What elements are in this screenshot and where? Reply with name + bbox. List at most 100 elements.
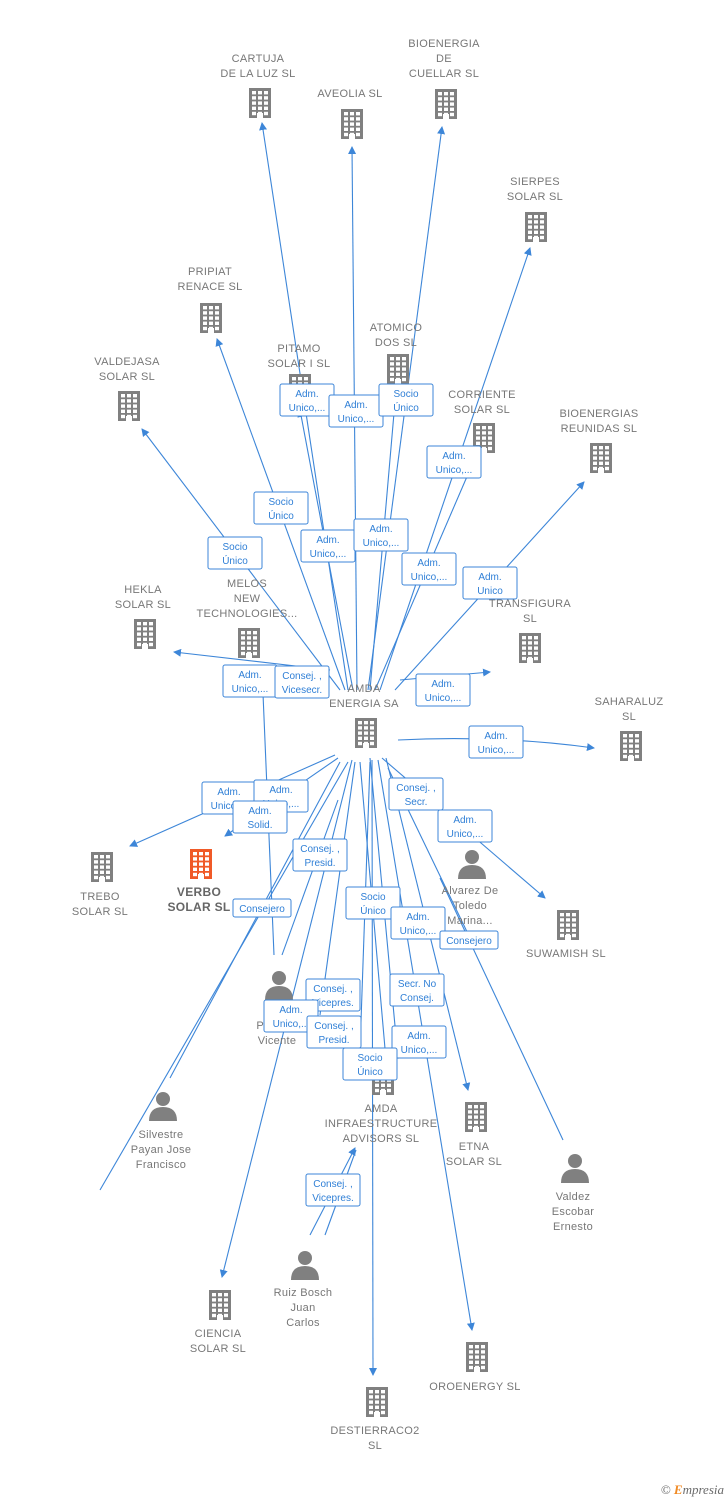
node-ciencia[interactable]: CIENCIA SOLAR SL <box>190 1290 246 1355</box>
edge-label[interactable]: Consej. ,Vicesecr. <box>274 665 330 699</box>
node-aveolia[interactable]: AVEOLIA SL <box>317 88 382 139</box>
edge-label-text: Vicepres. <box>312 998 354 1009</box>
edge-label-box <box>345 886 401 920</box>
node-label: Payan Jose <box>131 1144 191 1156</box>
edge-label-text: Consejero <box>239 904 285 915</box>
edge-label-text: Unico,... <box>400 926 437 937</box>
node-suwamish[interactable]: SUWAMISH SL <box>526 910 606 960</box>
building-icon <box>366 1387 388 1417</box>
node-label: BIOENERGIAS <box>559 408 638 420</box>
node-label: Marina... <box>447 915 493 927</box>
edge-label[interactable]: Adm.Unico <box>462 566 518 600</box>
edge-label-text: Unico,... <box>232 684 269 695</box>
node-atomico[interactable]: ATOMICO DOS SL <box>370 322 423 384</box>
node-alvarez[interactable]: Alvarez DeToledoMarina... <box>442 850 499 927</box>
edge-label-box <box>437 809 493 843</box>
edge-label[interactable]: Consejero <box>232 898 292 918</box>
person-icon <box>291 1251 319 1280</box>
edge-label-text: Unico,... <box>211 801 248 812</box>
edge-label-text: Vicesecr. <box>282 685 322 696</box>
edge-label-text: Adm. <box>279 1005 302 1016</box>
edge-label[interactable]: Adm.Unico,... <box>437 809 493 843</box>
node-oroenergy[interactable]: OROENERGY SL <box>429 1342 520 1393</box>
edge-label-text: Consej. , <box>396 783 435 794</box>
node-melos[interactable]: MELOSNEWTECHNOLOGIES... <box>196 578 297 658</box>
building-icon <box>519 633 541 663</box>
edge-labels-layer: Adm.Unico,...SocioÚnicoAdm.Unico,...Adm.… <box>201 383 524 1207</box>
edge-label[interactable]: Consej. ,Vicepres. <box>305 978 361 1012</box>
edge-label[interactable]: Adm.Unico,... <box>353 518 409 552</box>
edge-label[interactable]: Consej. ,Presid. <box>306 1015 362 1049</box>
edge-label[interactable]: Adm.Unico,... <box>468 725 524 759</box>
node-label: RENACE SL <box>177 281 242 293</box>
edge-label-text: Unico,... <box>425 693 462 704</box>
edge-label-text: Adm. <box>484 731 507 742</box>
edge-label-box <box>401 552 457 586</box>
edge-label[interactable]: Adm.Unico,... <box>279 383 335 417</box>
edge-label[interactable]: Adm.Unico,... <box>415 673 471 707</box>
edge-label[interactable]: Adm. Unico,... <box>222 664 278 698</box>
node-label: MELOS <box>227 578 267 590</box>
node-label: INFRAESTRUCTURE <box>325 1118 438 1130</box>
edge-label[interactable]: Adm.Unico,... <box>263 999 319 1033</box>
node-label: ATOMICO <box>370 322 423 334</box>
edge-label[interactable]: Adm.Unico,... <box>401 552 457 586</box>
edge-label-text: Adm. <box>238 670 261 681</box>
edge-label-text: Único <box>222 554 248 567</box>
edge-label[interactable]: Adm.Solid. <box>232 800 288 834</box>
building-icon <box>465 1102 487 1132</box>
edge-label[interactable]: Adm.Unico,... <box>426 445 482 479</box>
node-label: SIERPES <box>510 176 560 188</box>
edge-label-text: Socio <box>222 542 247 553</box>
node-label: SOLAR SL <box>190 1343 246 1355</box>
node-label: Ruiz Bosch <box>274 1287 333 1299</box>
node-label: SUWAMISH SL <box>526 948 606 960</box>
edge-label[interactable]: Consejero <box>439 930 499 950</box>
node-label: Silvestre <box>139 1129 184 1141</box>
edge-label[interactable]: Consej. ,Presid. <box>292 838 348 872</box>
building-icon <box>200 303 222 333</box>
node-label: DOS SL <box>375 337 417 349</box>
node-label: Juan <box>290 1302 315 1314</box>
building-icon <box>466 1342 488 1372</box>
building-icon <box>91 852 113 882</box>
edge-label[interactable]: Consej. ,Secr. <box>388 777 444 811</box>
node-label: TECHNOLOGIES... <box>196 608 297 620</box>
edge-label-text: Unico,... <box>289 403 326 414</box>
empresia-brand[interactable]: © Empresia <box>661 1482 724 1498</box>
node-label: CIENCIA <box>195 1328 242 1340</box>
edge-label-box <box>378 383 434 417</box>
edge-label[interactable]: Adm.Unico,... <box>390 906 446 940</box>
edge-label[interactable]: Adm.Unico,... <box>300 529 356 563</box>
edge-label[interactable]: Adm.Unico,... <box>391 1025 447 1059</box>
edge-label[interactable]: Consej. ,Vicepres. <box>305 1173 361 1207</box>
edge-label[interactable]: Adm.Unico,... <box>328 394 384 428</box>
building-icon <box>209 1290 231 1320</box>
building-icon <box>590 443 612 473</box>
